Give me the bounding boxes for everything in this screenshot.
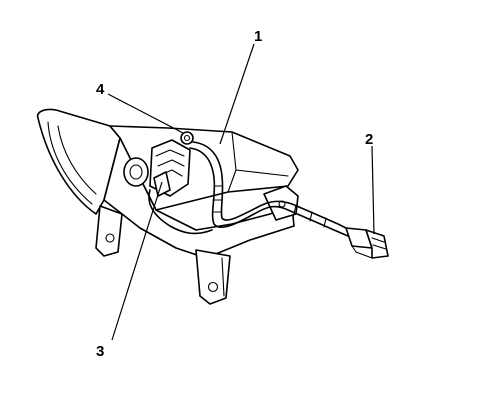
harness-module	[149, 139, 191, 197]
wiring-harness	[148, 141, 351, 237]
callout-2: 2	[365, 131, 373, 148]
callout-4: 4	[96, 81, 105, 98]
callout-1: 1	[254, 28, 262, 45]
leader-lines	[107, 43, 375, 341]
callout-3: 3	[96, 343, 104, 360]
mounting-screw	[180, 131, 194, 145]
harness-connector	[345, 227, 389, 259]
